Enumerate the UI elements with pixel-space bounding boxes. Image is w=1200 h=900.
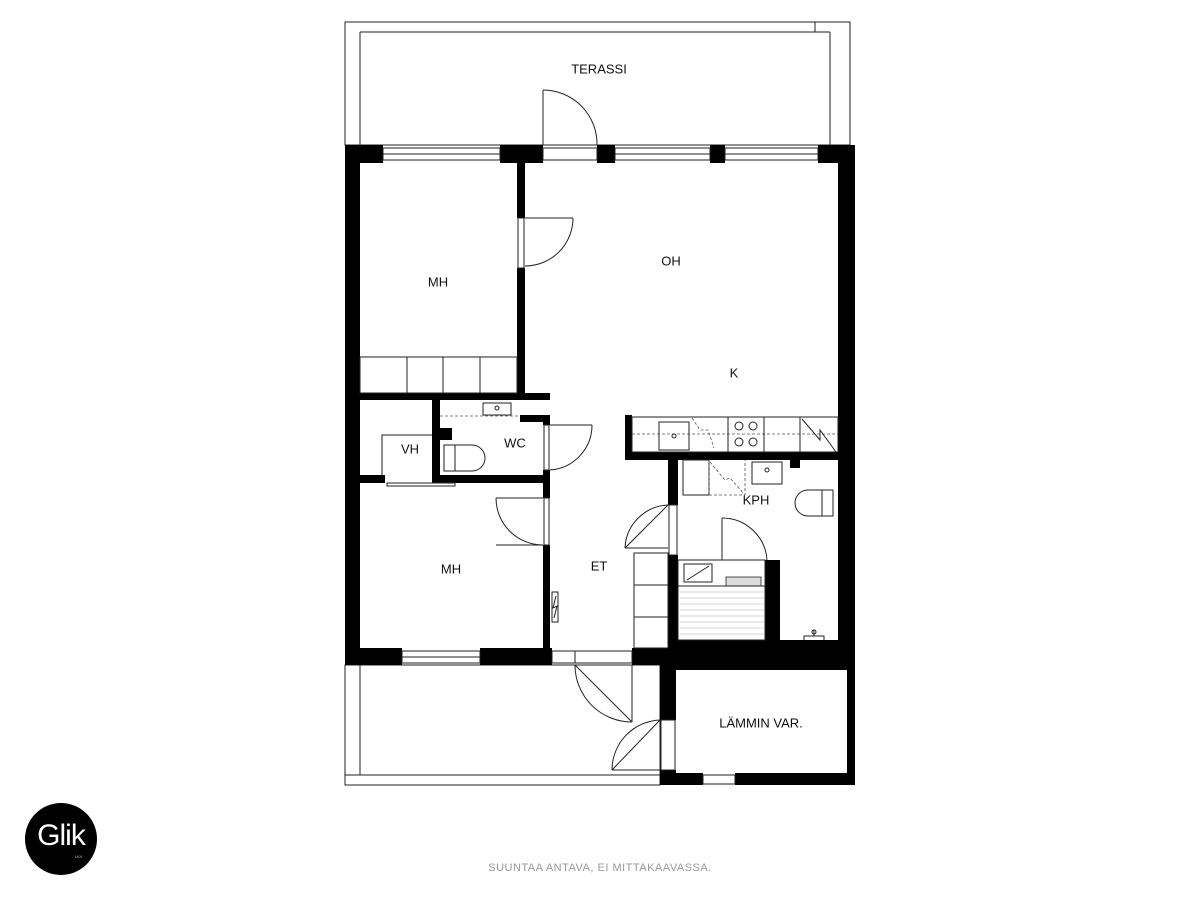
- room-label-terrace: TERASSI: [571, 61, 627, 76]
- room-label-entrance-hall: ET: [591, 558, 608, 573]
- doors: [495, 89, 768, 771]
- terrace-bottom: [344, 664, 661, 786]
- glik-logo: Glik LKV: [25, 803, 97, 875]
- room-label-toilet: WC: [504, 435, 526, 450]
- exterior-walls: [345, 145, 855, 785]
- logo-text: Glik: [37, 819, 86, 852]
- room-label-living-room: OH: [661, 253, 681, 268]
- disclaimer-text: SUUNTAA ANTAVA, EI MITTAKAAVASSA.: [488, 862, 712, 874]
- fixtures: [359, 356, 839, 649]
- room-label-kitchen: K: [730, 365, 739, 380]
- windows: [382, 147, 819, 785]
- logo-subtext: LKV: [75, 854, 83, 859]
- room-label-bedroom-2: MH: [441, 561, 461, 576]
- terrace-top: [344, 21, 851, 146]
- room-label-storage: LÄMMIN VAR.: [719, 715, 803, 730]
- room-label-bedroom-1: MH: [428, 274, 448, 289]
- interior-walls: [345, 163, 855, 648]
- room-label-walk-in-closet: VH: [401, 441, 419, 456]
- room-label-bathroom: KPH: [743, 492, 770, 507]
